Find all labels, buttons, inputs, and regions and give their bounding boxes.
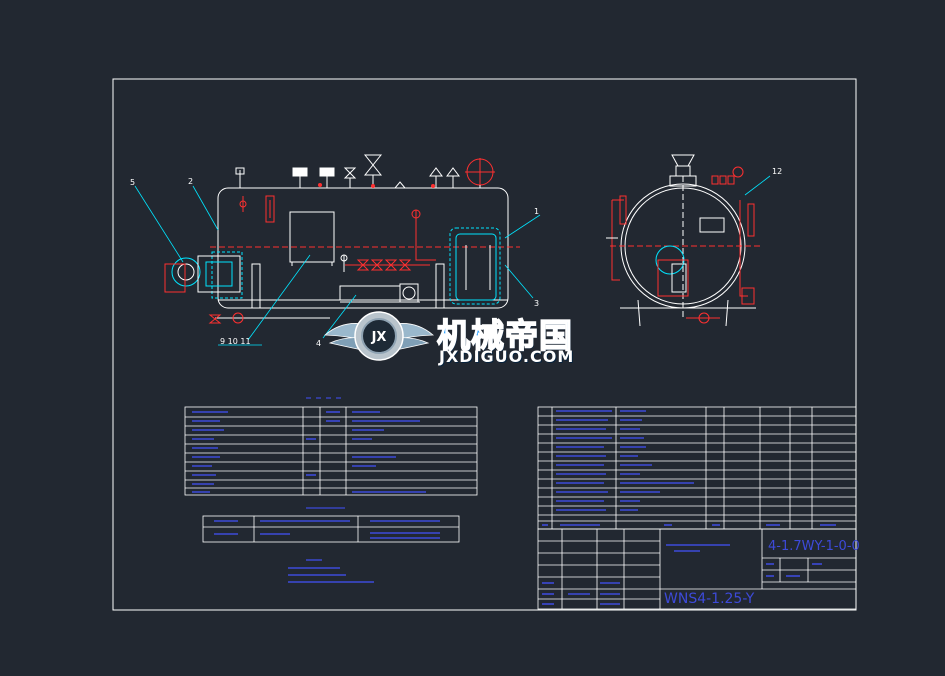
feed-valve-line bbox=[345, 259, 430, 271]
callout-1: 1 bbox=[534, 207, 539, 216]
parts-list-text bbox=[542, 410, 836, 526]
inspection-plate bbox=[289, 211, 335, 263]
feed-pump bbox=[339, 285, 401, 301]
parts-list bbox=[537, 406, 857, 530]
top-fittings bbox=[235, 154, 495, 189]
logo-letters: JX bbox=[371, 330, 387, 345]
boiler-front-view bbox=[606, 154, 762, 327]
watermark-logo: JX bbox=[323, 311, 435, 361]
title-block bbox=[537, 528, 857, 610]
watermark-en: JXDIGUO.COM bbox=[439, 347, 575, 366]
callout-12: 12 bbox=[772, 167, 782, 176]
parameter-table bbox=[184, 406, 478, 496]
notes bbox=[288, 559, 374, 583]
callout-2: 2 bbox=[188, 177, 193, 186]
part-code: 4-1.7WY-1-0-0 bbox=[768, 539, 860, 554]
callout-9-10-11: 9 10 11 bbox=[220, 337, 251, 346]
drawing-frame bbox=[112, 78, 857, 611]
callout-lines bbox=[134, 175, 771, 346]
drawing-code: WNS4-1.25-Y bbox=[664, 591, 755, 607]
watermark-cn: 机械帝国 bbox=[436, 315, 573, 356]
parameter-table-text bbox=[192, 411, 426, 493]
callout-3: 3 bbox=[534, 299, 539, 308]
boiler-shell bbox=[217, 187, 509, 309]
callout-4: 4 bbox=[316, 339, 321, 348]
test-table bbox=[202, 515, 460, 543]
boiler-side-view bbox=[164, 154, 520, 324]
callout-5: 5 bbox=[130, 178, 135, 187]
